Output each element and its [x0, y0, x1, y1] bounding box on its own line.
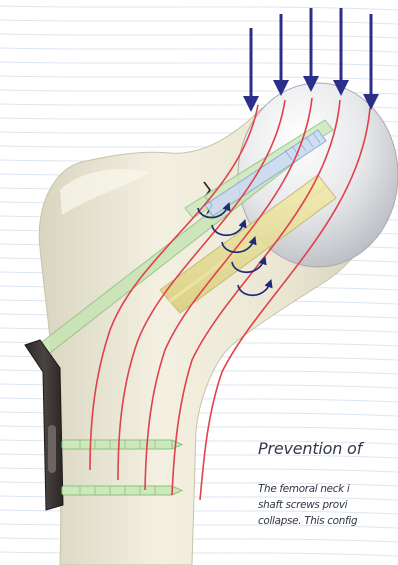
down-arrow-icon [363, 14, 379, 110]
down-arrow-icon [333, 8, 349, 96]
background-stripe [0, 552, 398, 556]
background-stripe [0, 62, 398, 66]
background-stripe [0, 34, 398, 38]
background-stripe [0, 48, 398, 52]
caption-body-line: shaft screws provi [258, 499, 398, 511]
caption-body-line: collapse. This config [258, 515, 398, 527]
down-arrow-icon [273, 14, 289, 96]
background-stripe [0, 20, 398, 24]
down-arrow-icon [243, 28, 259, 112]
background-stripe [0, 76, 398, 80]
caption-heading: Prevention of [258, 439, 398, 458]
background-stripe [0, 538, 398, 542]
background-stripe [0, 6, 398, 10]
lateral-plate [25, 340, 63, 510]
caption-body-line: The femoral neck i [258, 483, 398, 495]
